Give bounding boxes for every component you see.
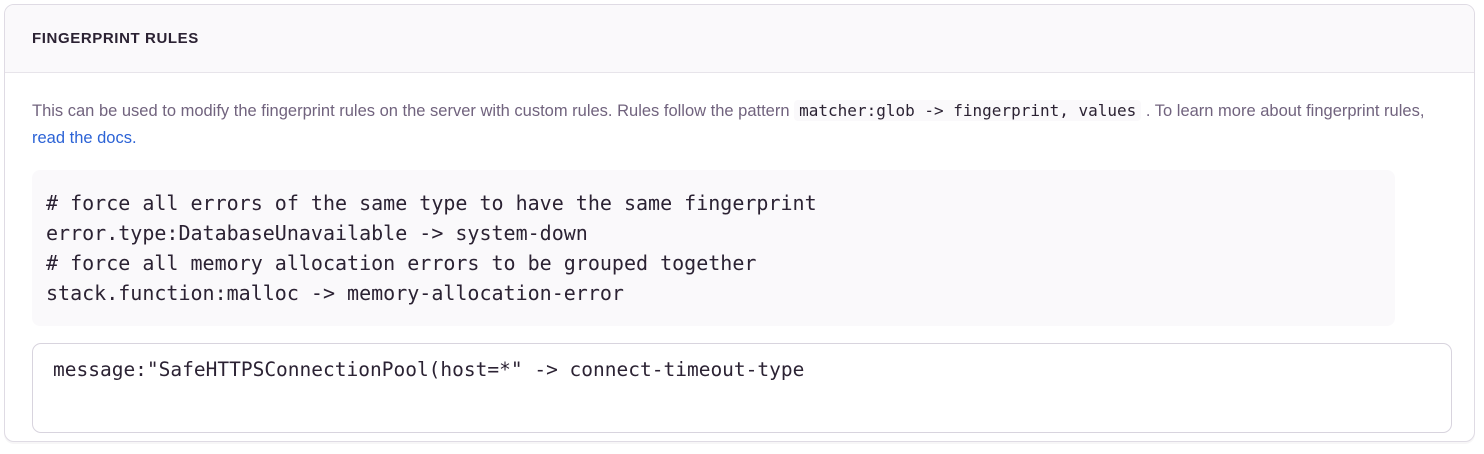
fingerprint-rules-panel: FINGERPRINT RULES This can be used to mo… [4,4,1475,442]
description-text-before: This can be used to modify the fingerpri… [32,102,790,120]
read-the-docs-link[interactable]: read the docs. [32,129,137,147]
pattern-inline-code: matcher:glob -> fingerprint, values [794,100,1142,121]
field-description: This can be used to modify the fingerpri… [32,97,1452,152]
description-text-after: . To learn more about fingerprint rules, [1145,102,1425,120]
example-rules-block: # force all errors of the same type to h… [32,170,1395,326]
panel-title: FINGERPRINT RULES [32,30,199,47]
panel-body: This can be used to modify the fingerpri… [5,73,1474,441]
fingerprint-rules-textarea[interactable]: message:"SafeHTTPSConnectionPool(host=*"… [32,343,1452,433]
panel-header: FINGERPRINT RULES [5,5,1474,73]
